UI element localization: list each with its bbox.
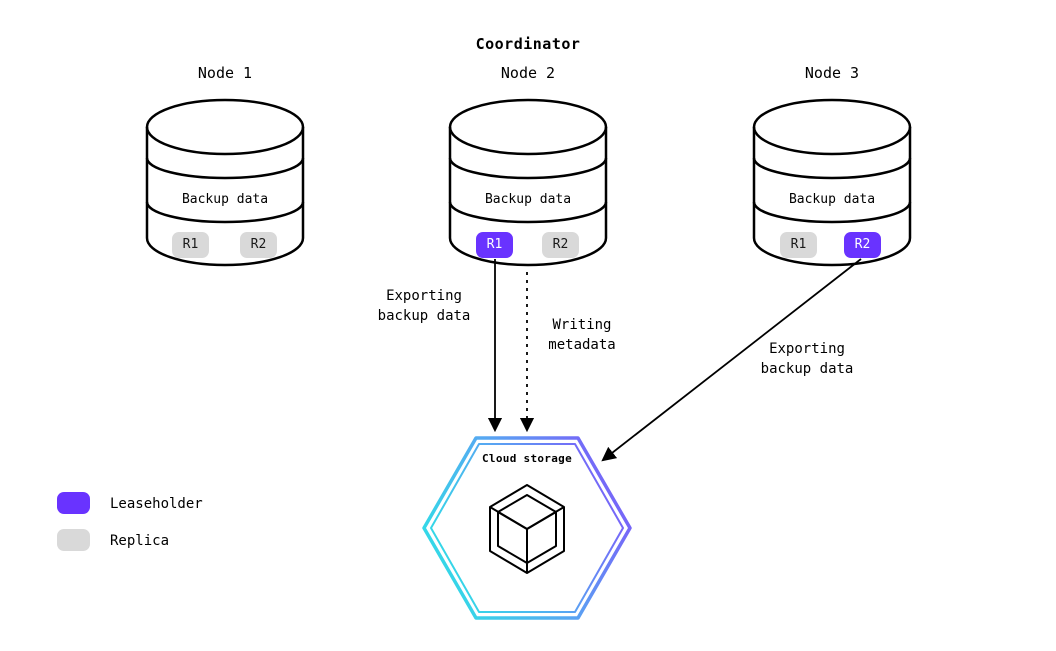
- export-backup-label-node2-line1: Exporting: [386, 288, 462, 304]
- arrow-export-node3: [601, 258, 862, 462]
- node-3-label: Node 3: [804, 64, 860, 82]
- writing-metadata-label-line1: Writing: [552, 317, 612, 333]
- export-backup-label-node3: Exporting backup data: [727, 340, 887, 379]
- export-backup-label-node3-line2: backup data: [760, 360, 854, 377]
- node-1-replica-r1-badge: R1: [172, 232, 209, 258]
- node-3-replica-r1-badge: R1: [780, 232, 817, 258]
- legend-replica-swatch: [57, 529, 90, 551]
- node-3-leaseholder-r2-badge: R2: [844, 232, 881, 258]
- export-backup-label-node3-line1: Exporting: [769, 341, 845, 357]
- export-backup-label-node2-line2: backup data: [377, 307, 471, 324]
- node-2-backup-data-label: Backup data: [484, 192, 572, 207]
- node-2-replica-r2-badge: R2: [542, 232, 579, 258]
- node-1-replica-r2-badge: R2: [240, 232, 277, 258]
- node-2-label: Node 2: [500, 64, 556, 82]
- export-backup-label-node2: Exporting backup data: [344, 287, 504, 326]
- cloud-storage-hexagon: [422, 436, 632, 620]
- node-3-cylinder-shape: [752, 98, 912, 267]
- cube-icon: [489, 484, 565, 574]
- node-1-cylinder-shape: [145, 98, 305, 267]
- node-1-label: Node 1: [197, 64, 253, 82]
- node-3-backup-data-label: Backup data: [788, 192, 876, 207]
- legend-replica-label: Replica: [110, 533, 170, 549]
- node-1-backup-data-label: Backup data: [181, 192, 269, 207]
- writing-metadata-label-line2: metadata: [548, 336, 616, 353]
- node-2-cylinder-shape: [448, 98, 608, 267]
- diagram-title: Coordinator: [475, 35, 581, 53]
- legend-leaseholder-swatch: [57, 492, 90, 514]
- node-2-leaseholder-r1-badge: R1: [476, 232, 513, 258]
- cloud-storage-label: Cloud storage: [482, 452, 572, 465]
- writing-metadata-label: Writing metadata: [512, 316, 652, 355]
- legend-leaseholder-label: Leaseholder: [110, 496, 203, 512]
